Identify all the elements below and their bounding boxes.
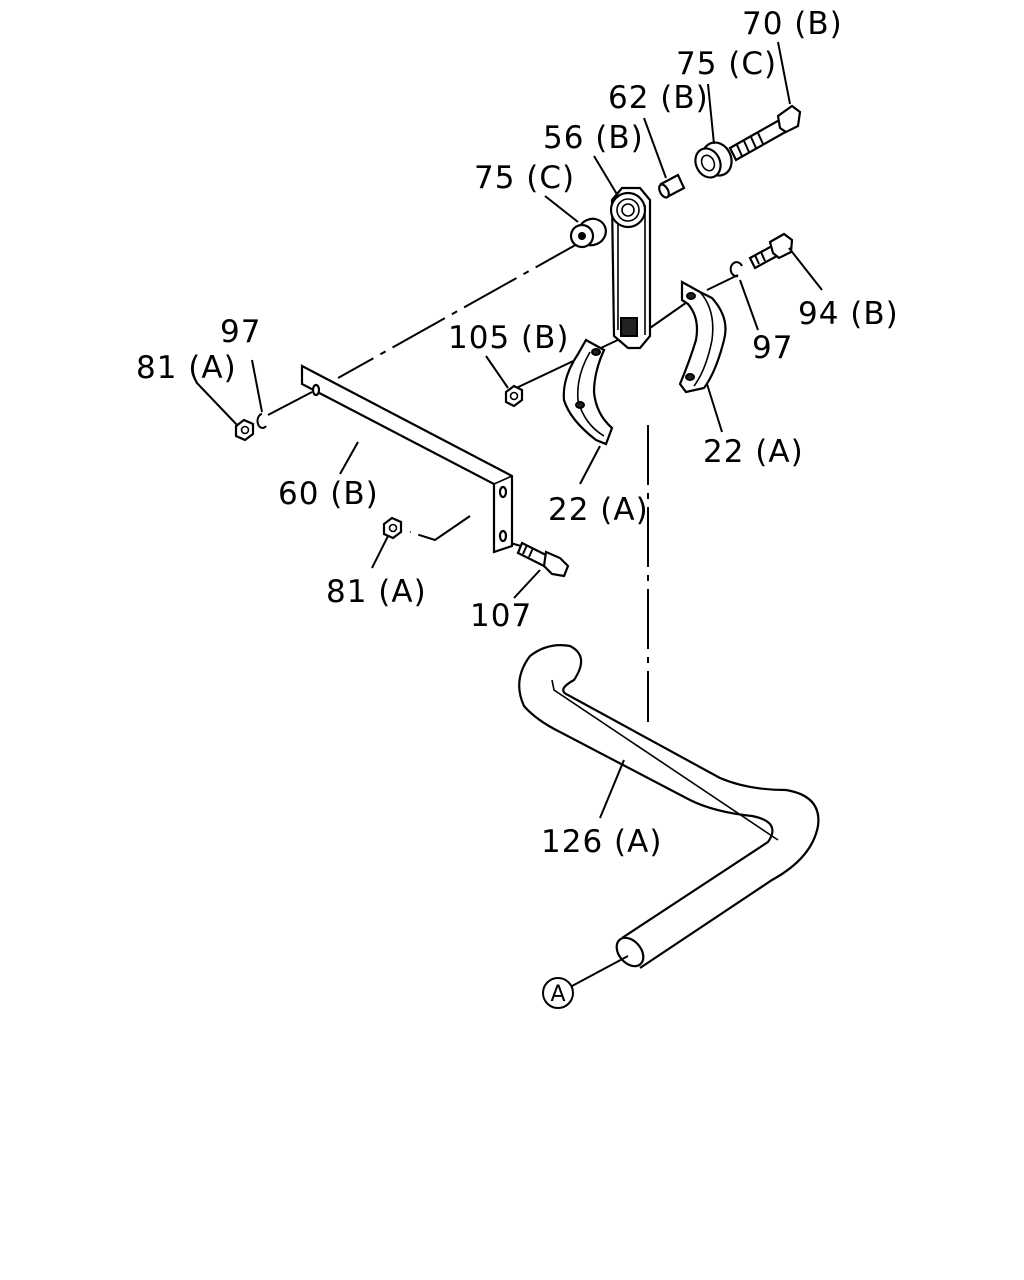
label-circle-a: A [550,982,565,1007]
label-105b: 105 (B) [448,320,569,356]
clamp-22a-right [678,280,727,394]
label-75c: 75 (C) [474,160,575,196]
bushing-75c [569,217,607,249]
label-leaders [195,41,823,987]
clamp-22a-left [562,338,614,446]
label-22a-left: 22 (A) [548,492,649,528]
label-75c-top: 75 (C) [676,46,777,82]
label-56b: 56 (B) [543,120,644,156]
label-62b: 62 (B) [608,80,709,116]
stabilizer-bar-126a [518,644,820,969]
label-94b: 94 (B) [798,296,899,332]
bracket-60b [300,364,514,554]
label-81a-bottom: 81 (A) [326,574,427,610]
nut-81a-bottom [382,516,403,540]
bolt-70b [728,104,802,162]
label-81a-top: 81 (A) [136,350,237,386]
pin-62b [658,173,686,199]
part-labels: 70 (B) 75 (C) 62 (B) 56 (B) 75 (C) 94 (B… [136,6,899,1007]
assembly-center-lines [267,237,739,722]
nut-105b [504,384,524,408]
label-60b: 60 (B) [278,476,379,512]
label-97-left: 97 [220,314,261,350]
label-22a-right: 22 (A) [703,434,804,470]
label-70b: 70 (B) [742,6,843,42]
label-126a: 126 (A) [541,824,662,860]
nut-81a-top [234,418,255,442]
bolt-107 [516,541,570,578]
label-107: 107 [470,598,532,634]
bolt-94b [748,232,794,270]
washer-97-left [256,413,267,429]
label-97-right: 97 [752,330,793,366]
reference-marker-a [542,977,574,1009]
link-56b [609,186,652,350]
washer-97-right [729,261,743,278]
bushing-75c-top [694,141,733,179]
